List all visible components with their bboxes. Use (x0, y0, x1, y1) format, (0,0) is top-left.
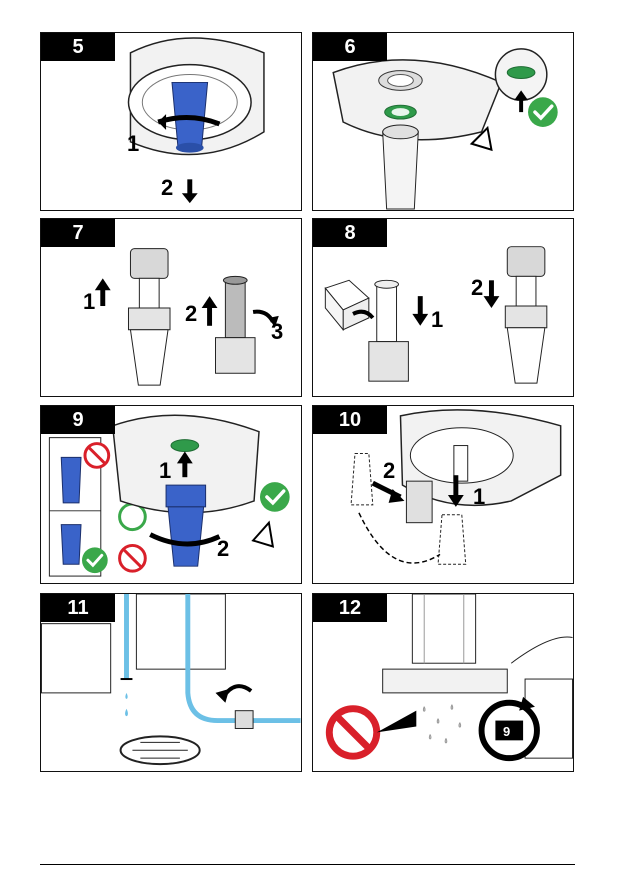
step-5-panel: 5 1 2 (40, 32, 302, 211)
step-11-panel: 11 (40, 593, 302, 772)
callout-2: 2 (383, 458, 395, 484)
callout-2: 2 (185, 301, 197, 327)
step-8-panel: 8 1 2 (312, 218, 574, 397)
step-number: 7 (41, 219, 115, 247)
callout-1: 1 (473, 484, 485, 510)
step-number: 10 (313, 406, 387, 434)
step-number: 5 (41, 33, 115, 61)
step-number: 11 (41, 594, 115, 622)
callout-1: 1 (127, 131, 139, 157)
step-6-panel: 6 (312, 32, 574, 211)
callout-2: 2 (161, 175, 173, 201)
page-divider (40, 864, 575, 865)
callout-2: 2 (217, 536, 229, 562)
callout-2: 2 (471, 275, 483, 301)
step-12-panel: 12 9 (312, 593, 574, 772)
step-10-panel: 10 2 1 (312, 405, 574, 584)
step-number: 12 (313, 594, 387, 622)
callout-3: 3 (271, 319, 283, 345)
step-9-panel: 9 1 2 (40, 405, 302, 584)
step-number: 8 (313, 219, 387, 247)
callout-1: 1 (431, 307, 443, 333)
callout-9: 9 (503, 724, 510, 739)
step-number: 9 (41, 406, 115, 434)
callout-1: 1 (159, 458, 171, 484)
callout-1: 1 (83, 289, 95, 315)
step-number: 6 (313, 33, 387, 61)
step-7-panel: 7 1 2 3 (40, 218, 302, 397)
